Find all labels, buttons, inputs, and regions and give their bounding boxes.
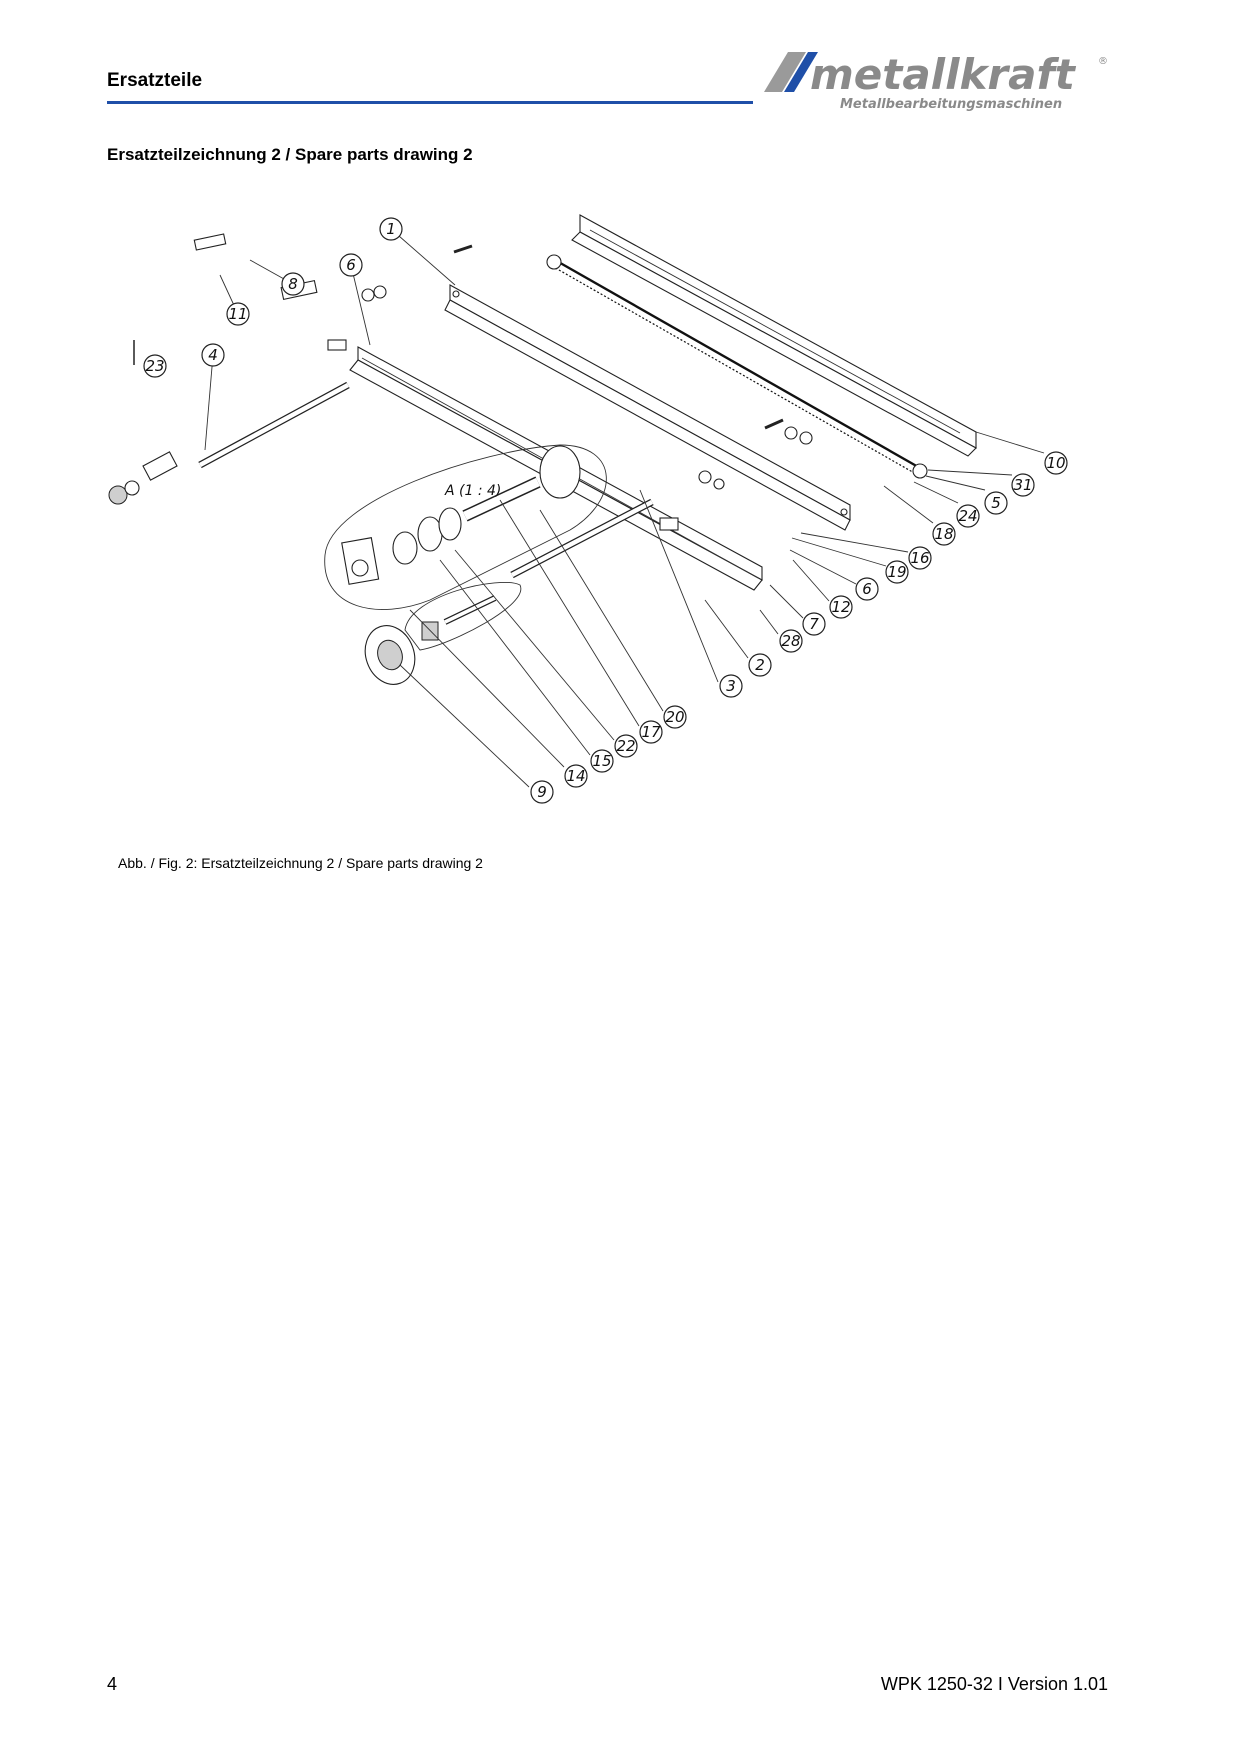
svg-text:23: 23 (145, 357, 164, 375)
metallkraft-logo: metallkraft ® Metallbearbeitungsmaschine… (764, 50, 1108, 112)
frame-rail (571, 214, 977, 457)
small-parts (133, 233, 813, 531)
callout-8: 8 (281, 272, 305, 296)
svg-text:5: 5 (991, 494, 1001, 512)
callout-18: 18 (932, 522, 956, 546)
svg-text:10: 10 (1046, 454, 1065, 472)
logo-mark (764, 52, 806, 92)
spare-parts-drawing: A (1 : 4) 1 6 8 11 4 23 10 31 5 24 18 16 (108, 214, 1068, 804)
svg-text:2: 2 (755, 656, 765, 674)
svg-text:17: 17 (641, 723, 661, 741)
shaft-left (108, 381, 350, 505)
svg-text:1: 1 (386, 220, 396, 238)
svg-text:28: 28 (781, 632, 800, 650)
callout-19: 19 (885, 560, 909, 584)
svg-text:19: 19 (887, 563, 906, 581)
svg-text:11: 11 (228, 305, 247, 323)
callout-4: 4 (201, 343, 225, 367)
header-rule (107, 101, 753, 104)
svg-text:12: 12 (831, 598, 850, 616)
svg-text:18: 18 (934, 525, 953, 543)
svg-text:16: 16 (910, 549, 929, 567)
toothed-belt (546, 254, 928, 479)
callout-28: 28 (779, 629, 803, 653)
svg-text:6: 6 (346, 256, 356, 274)
svg-text:9: 9 (537, 783, 547, 801)
callout-5: 5 (984, 491, 1008, 515)
callout-3: 3 (719, 674, 743, 698)
callout-17: 17 (639, 720, 663, 744)
callout-2: 2 (748, 653, 772, 677)
callout-20: 20 (663, 705, 687, 729)
callout-31: 31 (1011, 473, 1035, 497)
figure-caption: Abb. / Fig. 2: Ersatzteilzeichnung 2 / S… (118, 855, 483, 871)
detail-a (324, 444, 607, 610)
logo-registered: ® (1098, 56, 1108, 67)
callout-12: 12 (829, 595, 853, 619)
document-info: WPK 1250-32 I Version 1.01 (880, 1674, 1108, 1694)
logo-mark-accent (784, 52, 818, 92)
svg-text:14: 14 (566, 767, 585, 785)
svg-text:4: 4 (208, 346, 218, 364)
beam (444, 284, 851, 531)
svg-text:20: 20 (665, 708, 684, 726)
callout-16: 16 (908, 546, 932, 570)
callout-6-bottom: 6 (855, 577, 879, 601)
logo-tagline: Metallbearbeitungsmaschinen (840, 97, 1062, 112)
shaft-right (510, 498, 654, 579)
callout-24: 24 (956, 504, 980, 528)
svg-text:22: 22 (616, 737, 635, 755)
callout-23: 23 (143, 354, 167, 378)
handwheel-assembly (364, 582, 522, 685)
callout-leaders (204, 228, 1045, 788)
callout-15: 15 (590, 749, 614, 773)
svg-text:6: 6 (862, 580, 872, 598)
callout-9: 9 (530, 780, 554, 804)
logo-brand: metallkraft (810, 50, 1077, 99)
callout-14: 14 (564, 764, 588, 788)
page-header-title: Ersatzteile (107, 70, 203, 91)
svg-text:8: 8 (288, 275, 298, 293)
callout-11: 11 (226, 302, 250, 326)
callout-10: 10 (1044, 451, 1068, 475)
callout-1: 1 (379, 217, 403, 241)
svg-text:24: 24 (958, 507, 977, 525)
callout-6-top: 6 (339, 253, 363, 277)
section-title: Ersatzteilzeichnung 2 / Spare parts draw… (107, 145, 473, 164)
svg-text:31: 31 (1013, 476, 1032, 494)
callout-7: 7 (802, 612, 826, 636)
page-number: 4 (107, 1674, 118, 1694)
detail-a-label: A (1 : 4) (444, 483, 501, 499)
callout-22: 22 (614, 734, 638, 758)
svg-text:3: 3 (726, 677, 736, 695)
svg-text:15: 15 (592, 752, 611, 770)
svg-text:7: 7 (809, 615, 819, 633)
